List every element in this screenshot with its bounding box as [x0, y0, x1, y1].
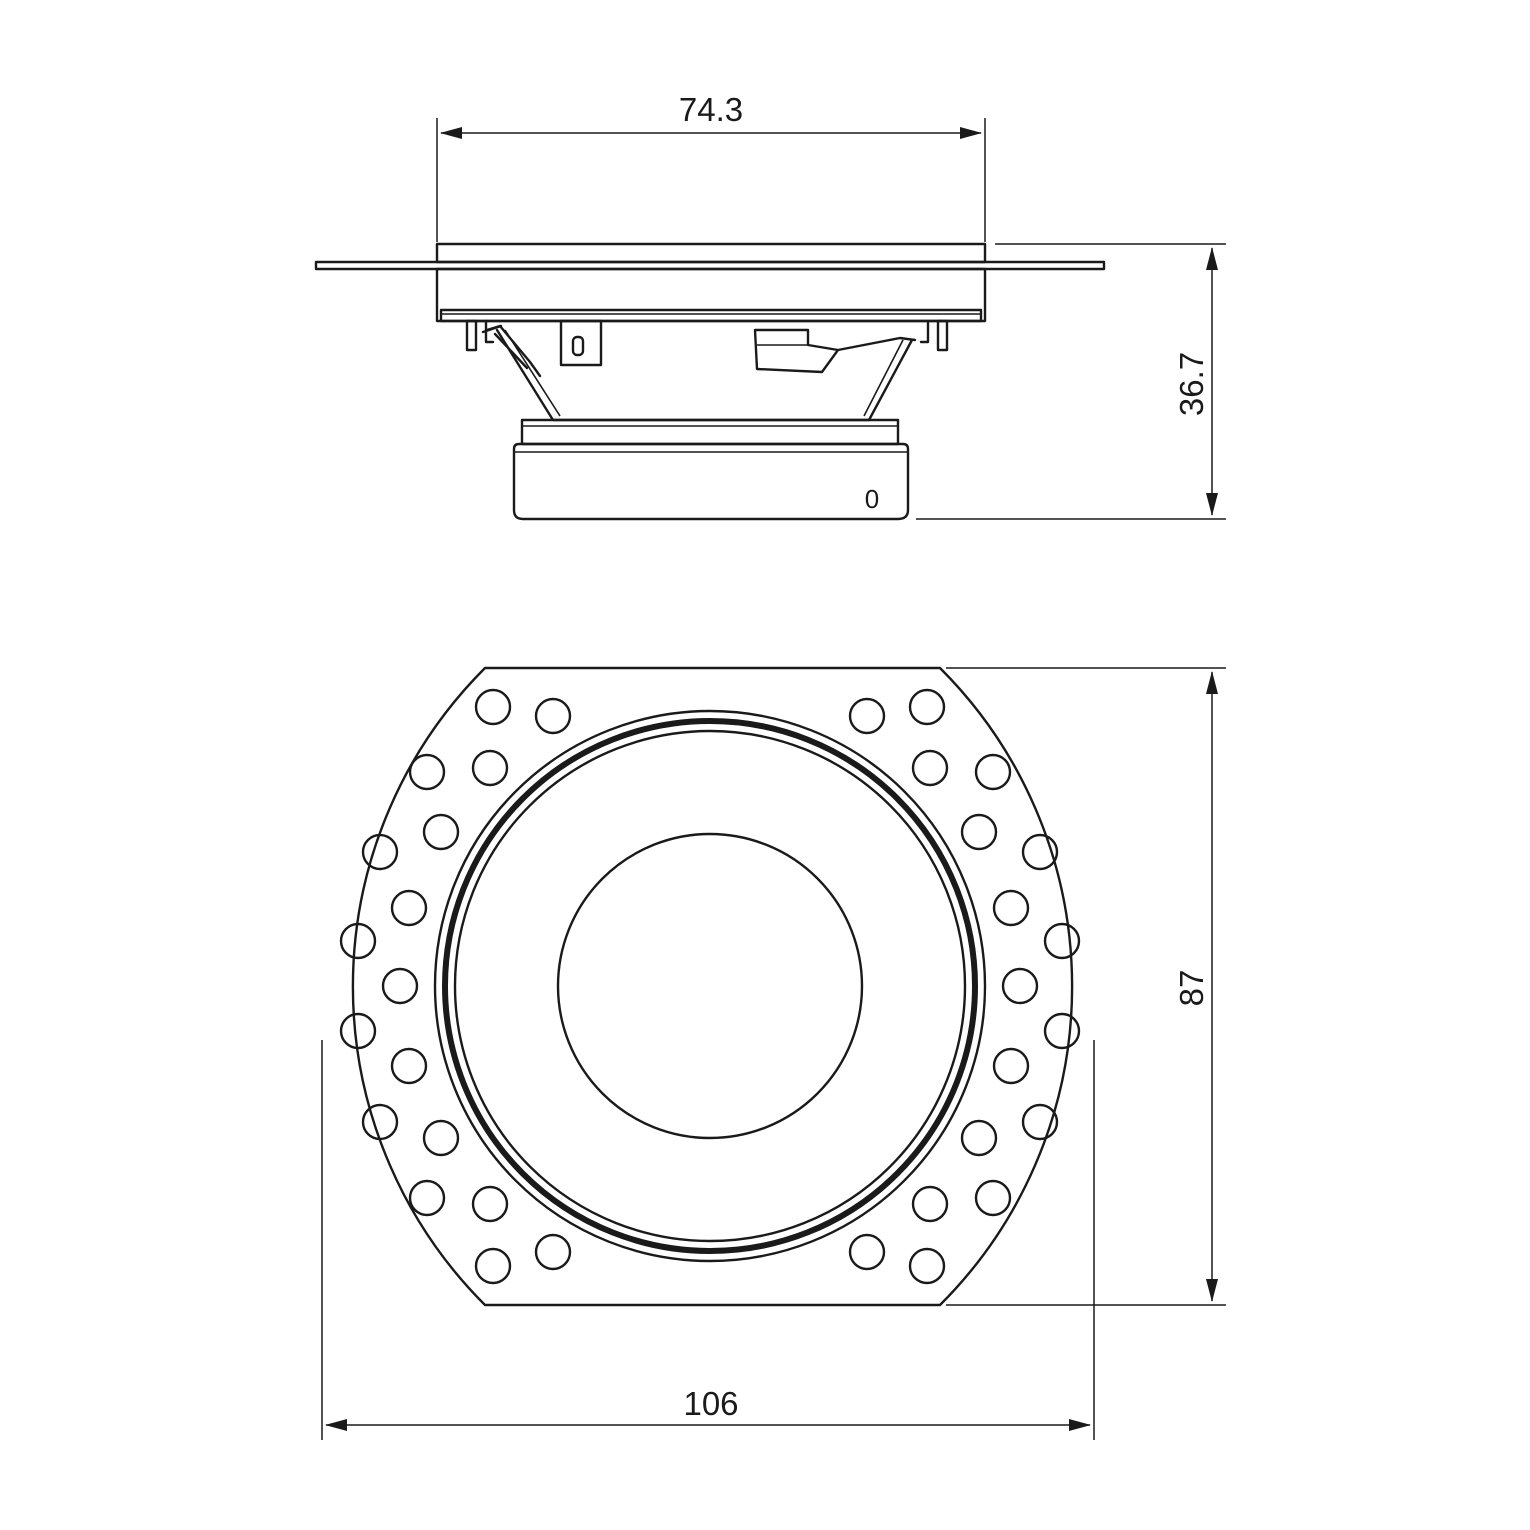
outer-ring — [433, 709, 987, 1263]
mounting-hole — [361, 1103, 399, 1141]
top-height-dimension: 87 — [946, 667, 1226, 1306]
inner-ring — [453, 729, 967, 1243]
top-view — [339, 666, 1081, 1307]
side-view: 0 — [314, 242, 1106, 521]
mounting-hole — [911, 1185, 949, 1223]
left-terminal-bracket — [481, 324, 542, 378]
side-height-label: 36.7 — [1173, 352, 1210, 416]
side-width-label: 74.3 — [679, 91, 743, 128]
side-width-dimension: 74.3 — [436, 91, 986, 242]
surround-ring — [442, 718, 978, 1254]
top-height-label: 87 — [1173, 970, 1210, 1007]
mounting-hole — [534, 1233, 572, 1271]
mounting-hole — [422, 813, 460, 851]
side-height-dimension: 36.7 — [916, 243, 1226, 520]
mounting-hole — [848, 697, 886, 735]
mounting-hole — [848, 1233, 886, 1271]
mounting-hole — [1043, 922, 1081, 960]
right-terminal-block — [753, 328, 840, 374]
frame-lower-ring — [439, 308, 983, 323]
mounting-hole — [339, 1012, 377, 1050]
mounting-hole — [471, 749, 509, 787]
left-clip — [465, 319, 495, 352]
mounting-hole — [471, 1185, 509, 1223]
mounting-hole — [1001, 967, 1039, 1005]
top-gasket — [435, 242, 987, 264]
mounting-holes — [339, 688, 1081, 1285]
mounting-hole — [911, 749, 949, 787]
mounting-hole — [422, 1119, 460, 1157]
magnet-top-plate — [520, 418, 900, 446]
right-clip — [919, 319, 949, 352]
mounting-hole — [974, 1179, 1012, 1217]
flange-outline — [351, 666, 1074, 1307]
mounting-hole — [1021, 833, 1059, 871]
magnet-marking: 0 — [865, 484, 879, 514]
mounting-hole — [390, 1047, 428, 1085]
mounting-hole — [908, 688, 946, 726]
mounting-hole — [474, 1247, 512, 1285]
top-width-dimension: 106 — [321, 1040, 1095, 1440]
magnet — [512, 442, 910, 521]
mounting-hole — [381, 967, 419, 1005]
mounting-hole — [992, 889, 1030, 927]
mounting-hole — [908, 1247, 946, 1285]
mounting-hole — [534, 697, 572, 735]
terminal-tab — [559, 319, 603, 367]
mounting-hole — [974, 753, 1012, 791]
basket-cone — [495, 328, 914, 422]
mounting-hole — [960, 1119, 998, 1157]
mounting-hole — [390, 889, 428, 927]
mounting-hole — [992, 1047, 1030, 1085]
mounting-hole — [474, 688, 512, 726]
mounting-hole — [339, 922, 377, 960]
mounting-hole — [1021, 1103, 1059, 1141]
mounting-hole — [408, 1179, 446, 1217]
mounting-hole — [1043, 1012, 1081, 1050]
mounting-hole — [960, 813, 998, 851]
mounting-hole — [361, 833, 399, 871]
top-width-label: 106 — [683, 1385, 738, 1422]
dust-cap — [556, 832, 864, 1140]
mounting-hole — [408, 753, 446, 791]
